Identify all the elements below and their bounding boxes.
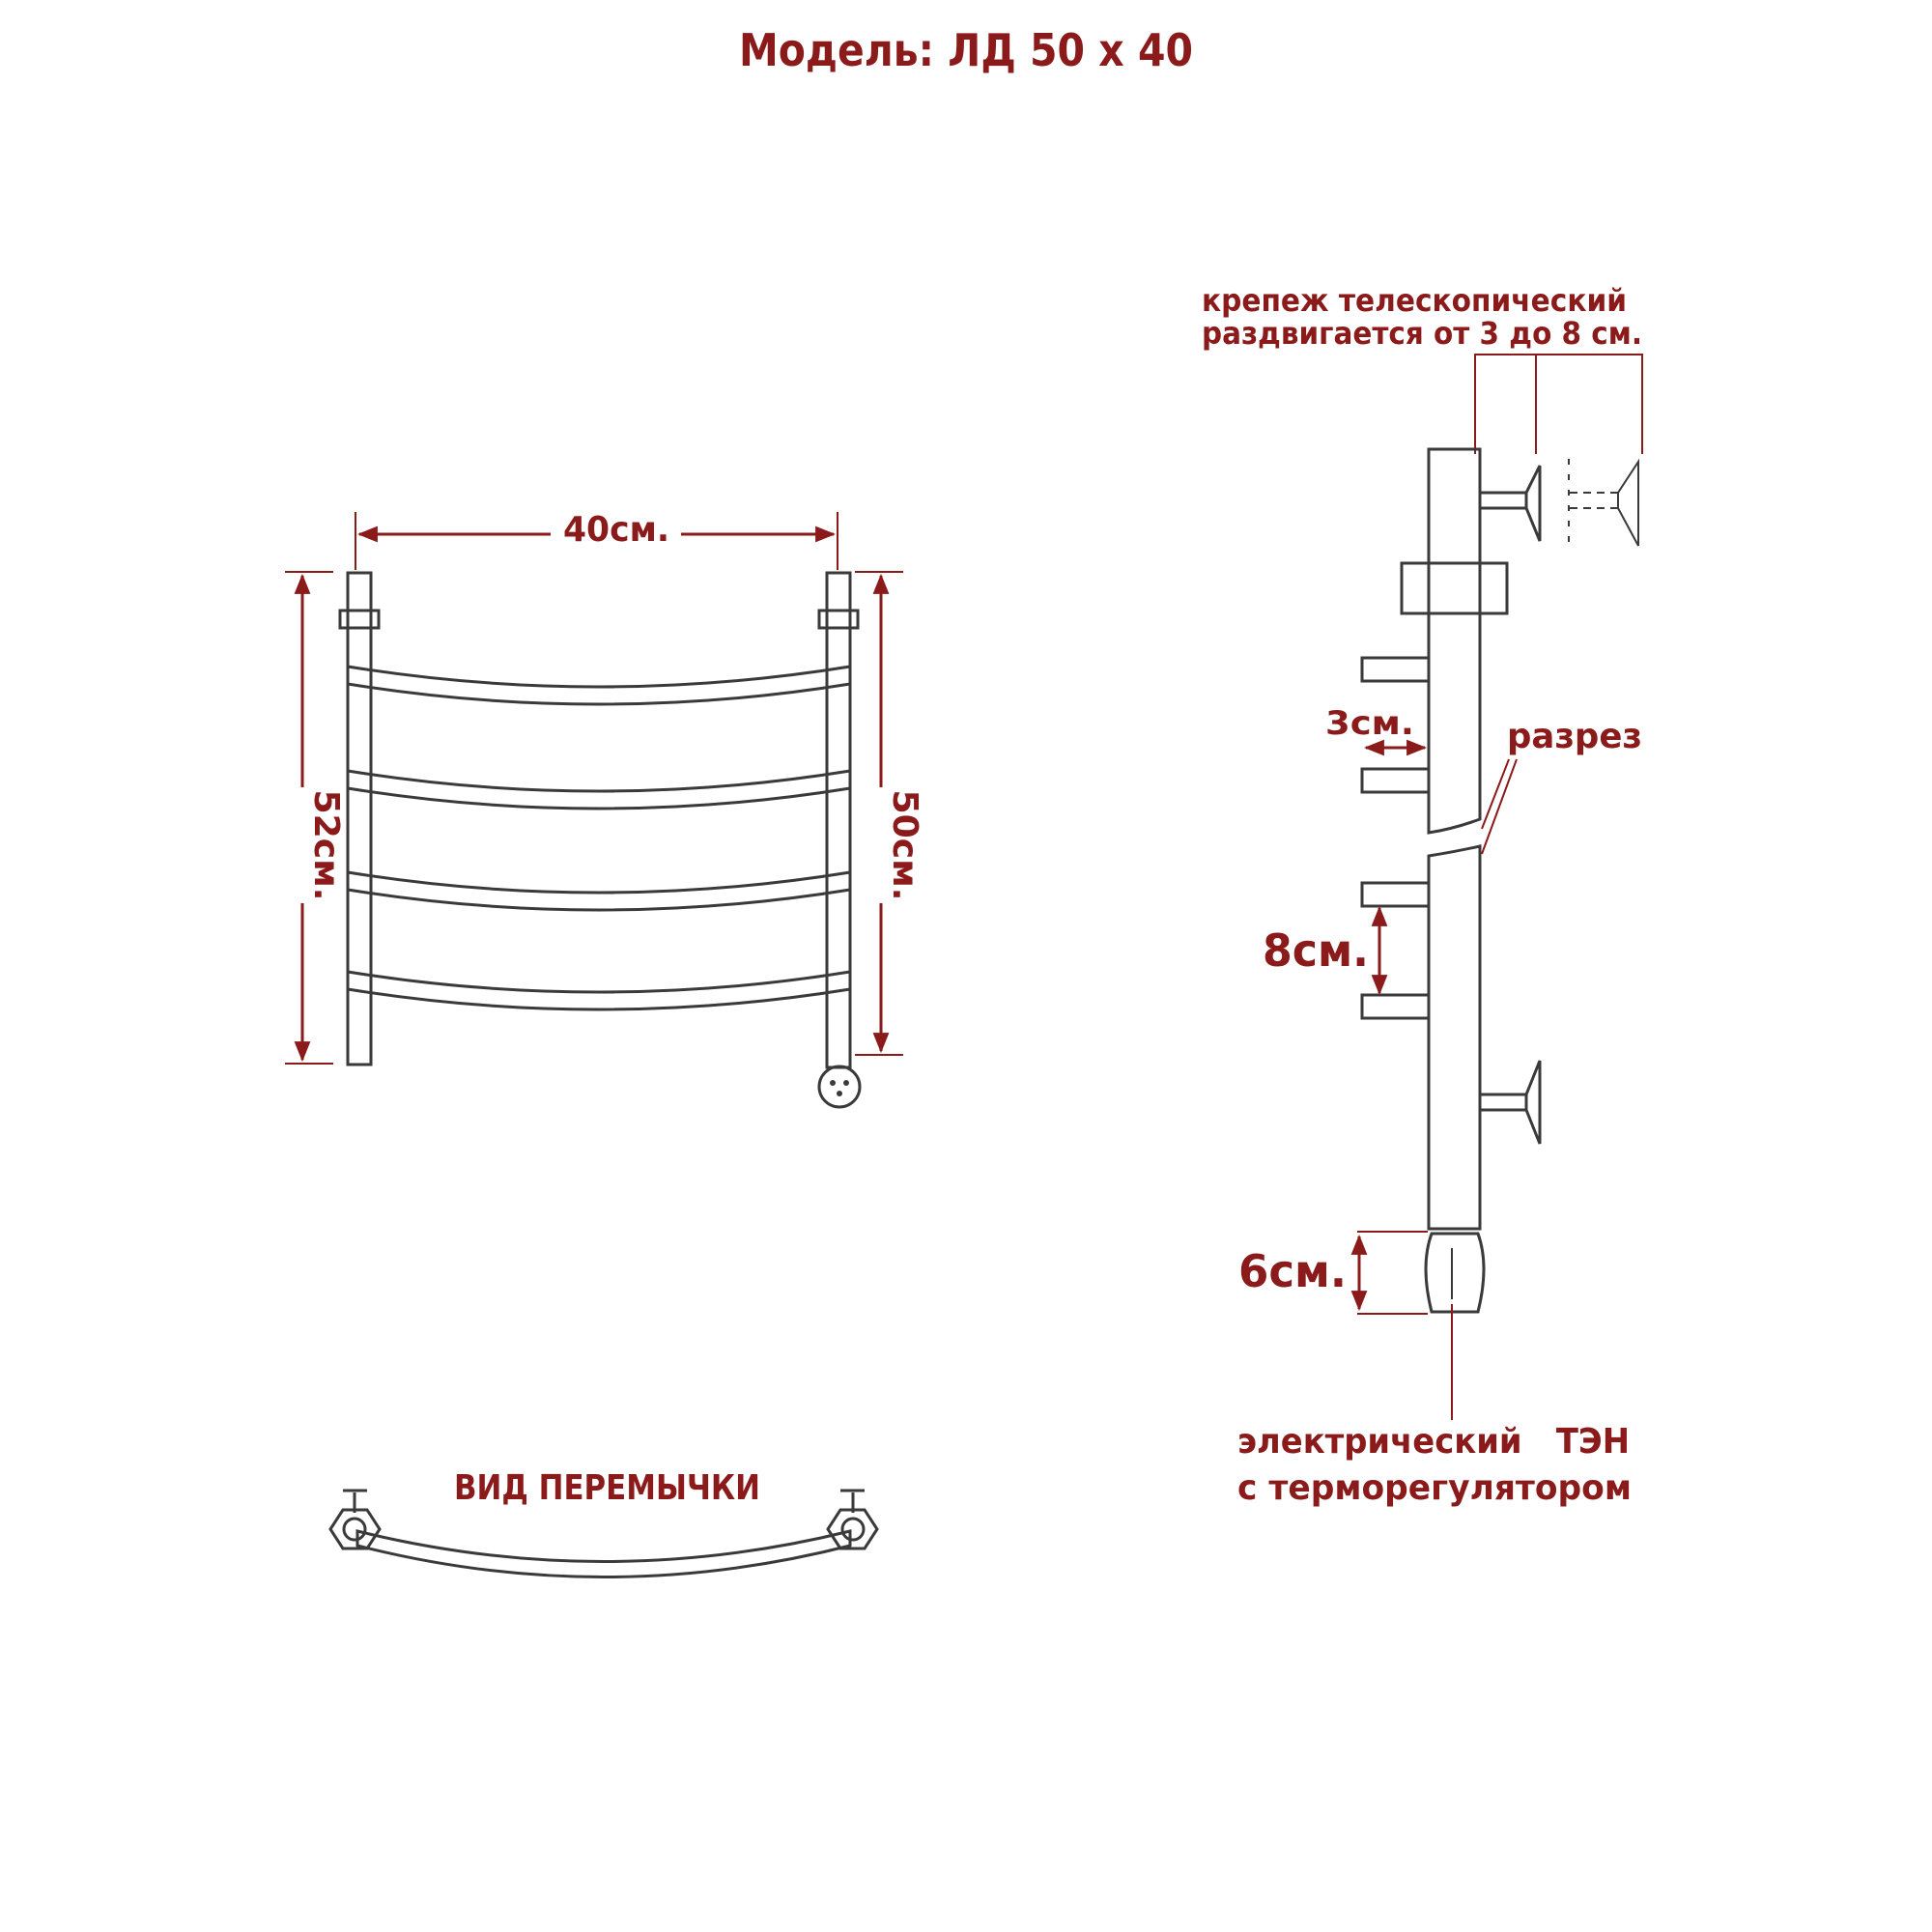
side-collar [1400,561,1509,615]
left-height-label: 52см. [306,790,346,901]
side-tube-lower [1427,844,1482,1231]
stub-length-label: 3см. [1325,704,1414,743]
side-tube-upper [1427,447,1482,835]
section-label: разрез [1507,717,1642,756]
heater-label-line1: электрический ТЭН [1237,1422,1630,1462]
heater-label-line2: с терморегулятором [1237,1468,1632,1508]
heater-element [1424,1232,1486,1314]
heater-socket [817,1065,862,1109]
left-post [346,571,373,1066]
mount-cup-lower [1524,1060,1542,1145]
stub-2 [1360,767,1431,794]
jumper-end-right [826,1508,879,1550]
stub-1 [1360,656,1431,683]
model-title: Модель: ЛД 50 х 40 [739,24,1193,76]
rung-3 [346,870,852,912]
front-view: 40см. 52см. 50см. [285,510,924,1109]
mount-label-line2: раздвигается от 3 до 8 см. [1202,315,1642,352]
mount-label-line1: крепеж телескопический [1202,282,1627,319]
side-view: крепеж телескопический раздвигается от 3… [1202,282,1643,1508]
jumper-end-left [328,1508,382,1550]
stub-3 [1360,881,1431,908]
mount-cup-near [1524,465,1542,542]
rung-4 [346,970,852,1011]
jumper-caption: ВИД ПЕРЕМЫЧКИ [454,1468,760,1508]
left-bracket [338,609,381,630]
rung-1 [346,665,852,706]
mount-cup-far [1617,458,1639,547]
width-label: 40см. [563,510,669,550]
jumper-view: ВИД ПЕРЕМЫЧКИ [328,1468,879,1578]
rung-2 [346,769,852,810]
stub-4 [1360,993,1431,1020]
jumper-bar [355,1529,852,1578]
right-bracket [817,609,860,630]
heater-height-label: 6см. [1238,1245,1347,1297]
stub-spacing-label: 8см. [1263,924,1369,977]
right-height-label: 50см. [885,790,924,901]
